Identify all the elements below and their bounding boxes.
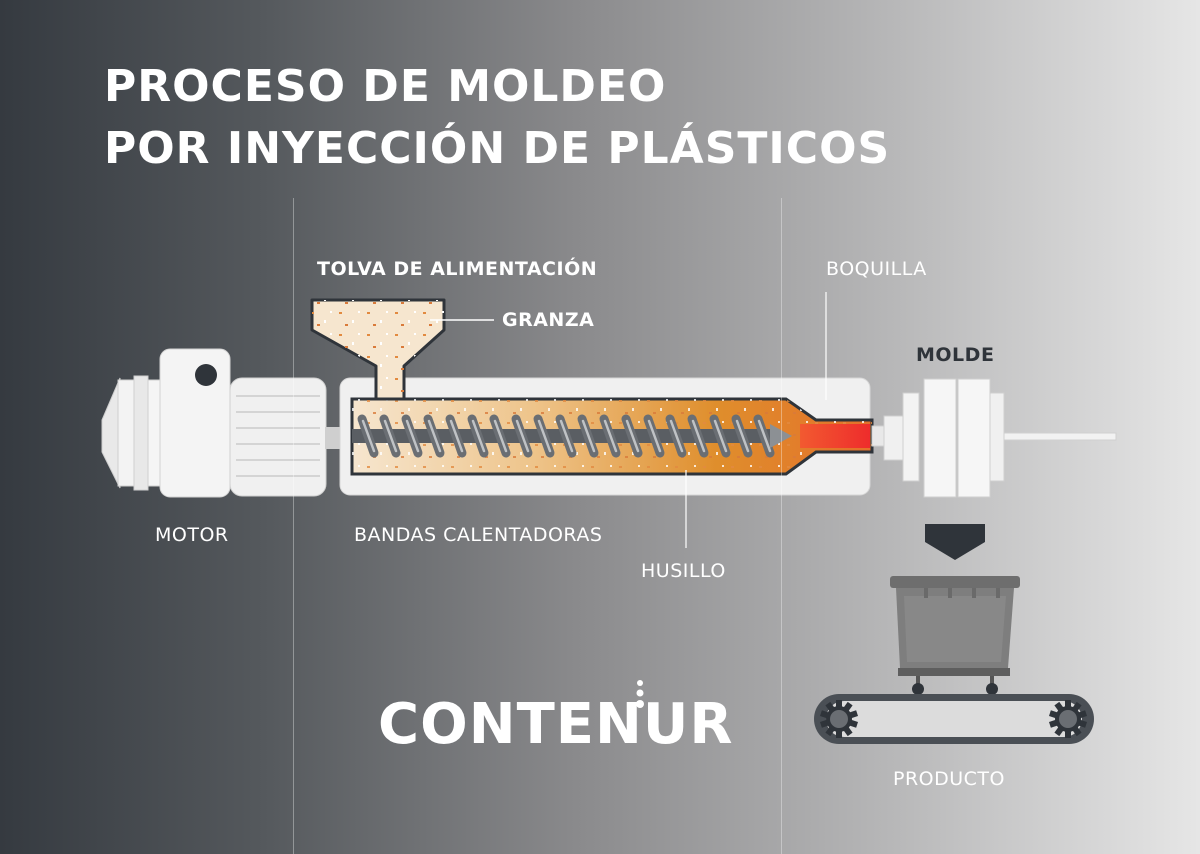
bin-icon xyxy=(890,576,1020,695)
hopper-icon xyxy=(310,298,494,401)
divider-left xyxy=(293,198,294,854)
motor-icon xyxy=(101,348,353,498)
divider-right xyxy=(781,198,782,854)
label-bandas: BANDAS CALENTADORAS xyxy=(354,524,603,546)
mold-icon xyxy=(871,378,1117,498)
label-husillo: HUSILLO xyxy=(641,560,726,582)
conveyor-icon xyxy=(814,694,1094,744)
page-title: PROCESO DE MOLDEO POR INYECCIÓN DE PLÁST… xyxy=(104,56,890,180)
label-motor: MOTOR xyxy=(155,524,229,546)
label-tolva: TOLVA DE ALIMENTACIÓN xyxy=(317,258,598,280)
label-molde: MOLDE xyxy=(916,344,995,366)
title-line-2: POR INYECCIÓN DE PLÁSTICOS xyxy=(104,123,891,174)
label-producto: PRODUCTO xyxy=(893,768,1005,790)
arrow-down-icon xyxy=(925,524,985,560)
label-granza: GRANZA xyxy=(502,309,595,331)
brand-logo: CONTENUR xyxy=(378,692,734,757)
label-boquilla: BOQUILLA xyxy=(826,258,927,280)
screw-icon xyxy=(352,414,792,458)
title-line-1: PROCESO DE MOLDEO xyxy=(104,61,667,112)
